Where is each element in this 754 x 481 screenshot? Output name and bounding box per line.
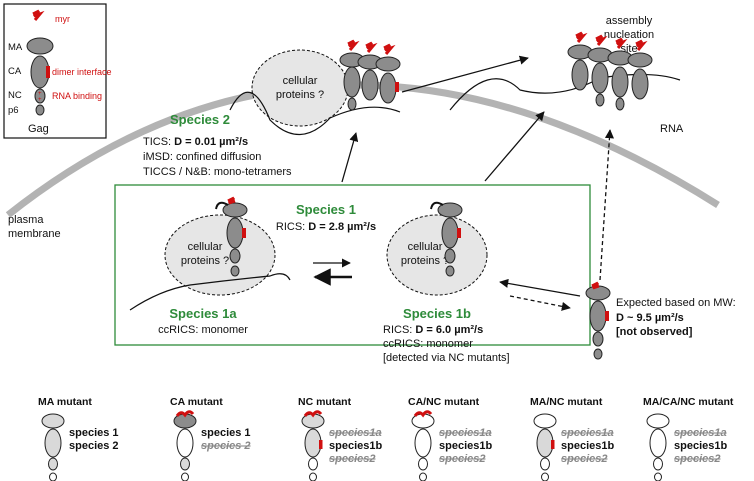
svg-text:+: + bbox=[38, 97, 42, 103]
species2-line2: iMSD: confined diffusion bbox=[143, 151, 261, 163]
rna-label: RNA bbox=[660, 123, 684, 135]
mutant-species-label: species1b bbox=[439, 440, 492, 452]
mutant-title: MA mutant bbox=[38, 396, 92, 408]
species1-box bbox=[114, 184, 591, 346]
mutant-species-label: species2 bbox=[561, 453, 607, 465]
species2-cluster: cellular proteins ? bbox=[229, 39, 401, 136]
mutant-species-label: species2 bbox=[674, 453, 720, 465]
mutant-species-label: species 2 bbox=[201, 440, 251, 452]
mutant-species-label: species1a bbox=[329, 427, 382, 439]
legend-myr: myr bbox=[55, 14, 70, 24]
species1b-line2: ccRICS: monomer bbox=[383, 338, 473, 350]
mutant-title: NC mutant bbox=[298, 396, 352, 408]
mutant-title: MA/CA/NC mutant bbox=[643, 396, 734, 408]
cellular-label-1a: cellular bbox=[188, 241, 223, 253]
legend-nc: NC bbox=[8, 90, 22, 101]
plasma-membrane-label-1: plasma bbox=[8, 214, 44, 226]
mutant-title: MA/NC mutant bbox=[530, 396, 603, 408]
species2-title: Species 2 bbox=[170, 112, 230, 127]
legend-ca: CA bbox=[8, 66, 22, 77]
expected-monomer bbox=[585, 281, 611, 360]
mutant-title: CA mutant bbox=[170, 396, 223, 408]
assembly-label-2: nucleation bbox=[604, 29, 654, 41]
legend-rna-binding: RNA binding bbox=[52, 91, 102, 101]
mutant-species-label: species1b bbox=[674, 440, 727, 452]
species1b-line1: RICS: D = 6.0 µm²/s bbox=[383, 324, 483, 336]
mutant-species-label: species 1 bbox=[201, 427, 251, 439]
species2-line3: TICCS / N&B: mono-tetramers bbox=[143, 166, 292, 178]
legend-dimer-interface: dimer interface bbox=[52, 67, 112, 77]
mutant-species-label: species2 bbox=[439, 453, 485, 465]
legend-ma: MA bbox=[8, 42, 23, 53]
expected-line1: Expected based on MW: bbox=[616, 297, 736, 309]
assembly-cluster bbox=[449, 31, 681, 111]
proteins-label-1b: proteins ? bbox=[401, 255, 449, 267]
mutant-species-label: species 1 bbox=[69, 427, 119, 439]
species1-line1: RICS: D = 2.8 µm²/s bbox=[276, 221, 376, 233]
myr-icon bbox=[32, 9, 45, 21]
mutant-species-label: species2 bbox=[329, 453, 375, 465]
mutant-title: CA/NC mutant bbox=[408, 396, 480, 408]
mutant-species-label: species1a bbox=[674, 427, 727, 439]
mutant-species-label: species1b bbox=[561, 440, 614, 452]
cellular-label-1b: cellular bbox=[408, 241, 443, 253]
species1a-title: Species 1a bbox=[169, 306, 237, 321]
assembly-label-1: assembly bbox=[606, 15, 653, 27]
cellular-proteins-blob bbox=[251, 49, 349, 127]
svg-text:+: + bbox=[38, 91, 42, 97]
species1b-diagram: cellular proteins ? bbox=[386, 201, 488, 296]
gag-legend: + + MA CA NC p6 myr dimer interface RNA … bbox=[3, 3, 112, 139]
mutant-species-label: species1a bbox=[439, 427, 492, 439]
mutant-species-label: species 2 bbox=[69, 440, 119, 452]
mutant-5: MA/CA/NC mutant species1aspecies1bspecies… bbox=[643, 396, 734, 481]
legend-p6: p6 bbox=[8, 105, 19, 116]
species1b-line3: [detected via NC mutants] bbox=[383, 352, 510, 364]
species2-line1: TICS: D = 0.01 µm²/s bbox=[143, 136, 248, 148]
legend-gag: Gag bbox=[28, 123, 49, 135]
mutant-species-label: species1a bbox=[561, 427, 614, 439]
species1-title: Species 1 bbox=[296, 202, 356, 217]
mutant-species-label: species1b bbox=[329, 440, 382, 452]
species1a-line1: ccRICS: monomer bbox=[158, 324, 248, 336]
expected-line3: [not observed] bbox=[616, 326, 693, 338]
proteins-label: proteins ? bbox=[276, 89, 324, 101]
species1a-diagram: cellular proteins ? bbox=[129, 196, 291, 311]
expected-line2: D ~ 9.5 µm²/s bbox=[616, 312, 684, 324]
cellular-label: cellular bbox=[283, 75, 318, 87]
proteins-label-1a: proteins ? bbox=[181, 255, 229, 267]
species1b-title: Species 1b bbox=[403, 306, 471, 321]
plasma-membrane-label-2: membrane bbox=[8, 228, 61, 240]
